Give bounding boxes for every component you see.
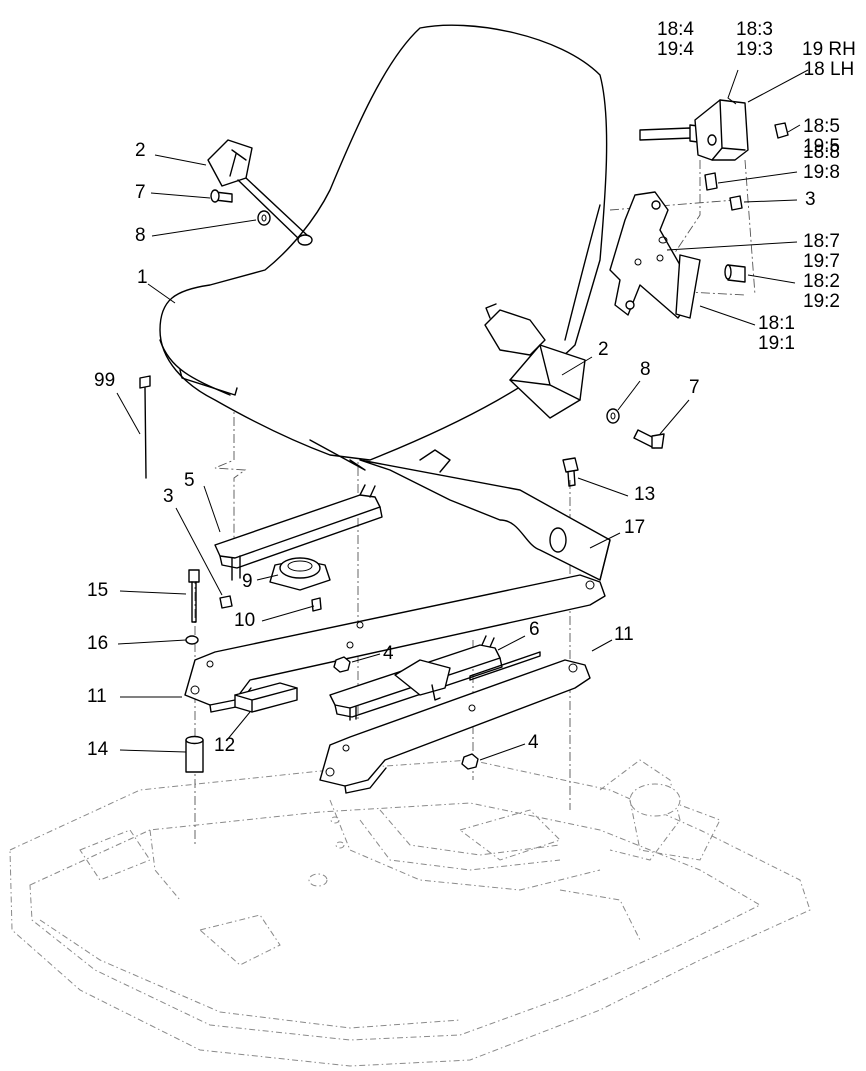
callout-8-left: 8	[135, 225, 146, 246]
bolt-and-washer-right	[606, 408, 665, 449]
callout-18-2: 18:2 19:2	[803, 272, 840, 312]
callout-19-rh-line2: 18 LH	[803, 59, 855, 80]
seat-belt-right	[484, 303, 586, 419]
mounting-plate-right	[319, 659, 591, 794]
bolt-15	[188, 569, 200, 623]
callout-14: 14	[87, 739, 109, 760]
callout-18-2-line2: 19:2	[803, 291, 840, 312]
nut-4-upper	[333, 656, 351, 673]
callout-18-1-line1: 18:1	[758, 313, 795, 334]
callout-18-5-line2: 19:5	[803, 136, 840, 157]
callout-3-bracket: 3	[805, 189, 816, 210]
bolt-and-washer-left	[210, 189, 271, 226]
callout-5: 5	[184, 470, 195, 491]
nut-4-lower	[461, 753, 479, 770]
callout-2-left: 2	[135, 140, 146, 161]
callout-13: 13	[634, 484, 656, 505]
callout-18-2-line1: 18:2	[803, 271, 840, 292]
callout-18-3: 18:3 19:3	[736, 20, 773, 60]
callout-16: 16	[87, 633, 109, 654]
callout-1: 1	[137, 267, 148, 288]
washer-16	[185, 635, 199, 645]
screws-3-10	[219, 595, 322, 612]
callout-3-seat: 3	[163, 486, 174, 507]
callout-11-left: 11	[87, 686, 107, 707]
callout-12: 12	[214, 735, 236, 756]
callout-15: 15	[87, 580, 109, 601]
callout-10: 10	[234, 610, 256, 631]
cable-tie	[139, 375, 151, 479]
callout-7-left: 7	[135, 182, 146, 203]
callout-18-8-line2: 19:8	[803, 162, 840, 183]
callout-18-7-line1: 18:7	[803, 231, 840, 252]
callout-18-8: 18:8 19:8	[803, 143, 840, 183]
callout-4-upper: 4	[383, 643, 394, 664]
callout-9: 9	[242, 571, 253, 592]
callout-19-rh-line1: 19 RH	[802, 39, 856, 60]
callout-17: 17	[624, 517, 646, 538]
seat	[159, 24, 611, 581]
callout-18-7-line2: 19:7	[803, 251, 840, 272]
callout-18-8-line1: 18:8	[803, 142, 840, 163]
callout-18-4-line2: 19:4	[657, 39, 694, 60]
armrest-bracket-assembly	[609, 99, 789, 319]
seat-belt-left	[207, 139, 313, 246]
leader-lines	[116, 69, 809, 761]
seat-switch	[269, 557, 331, 591]
callout-18-4: 18:4 19:4	[657, 20, 694, 60]
callout-18-3-line2: 19:3	[736, 39, 773, 60]
callout-18-5-line1: 18:5	[803, 116, 840, 137]
callout-19-rh: 19 RH 18 LH	[802, 40, 856, 80]
spacer-block	[234, 682, 298, 713]
callout-4-lower: 4	[528, 732, 539, 753]
callout-18-1: 18:1 19:1	[758, 314, 795, 354]
callout-11-right: 11	[614, 624, 634, 645]
callout-8-right: 8	[640, 359, 651, 380]
callout-18-5: 18:5 19:5	[803, 117, 840, 157]
callout-18-4-line1: 18:4	[657, 19, 694, 40]
bolt-13	[562, 457, 579, 487]
callout-99: 99	[94, 370, 116, 391]
callout-6: 6	[529, 619, 540, 640]
callout-18-1-line2: 19:1	[758, 333, 795, 354]
callout-18-7: 18:7 19:7	[803, 232, 840, 272]
chassis-phantom	[9, 759, 811, 1067]
spacer-14	[185, 735, 204, 773]
callout-2-right: 2	[598, 339, 609, 360]
callout-18-3-line1: 18:3	[736, 19, 773, 40]
slide-rail-lower	[329, 635, 541, 721]
slide-rail-upper	[214, 484, 383, 581]
callout-7-right: 7	[689, 377, 700, 398]
